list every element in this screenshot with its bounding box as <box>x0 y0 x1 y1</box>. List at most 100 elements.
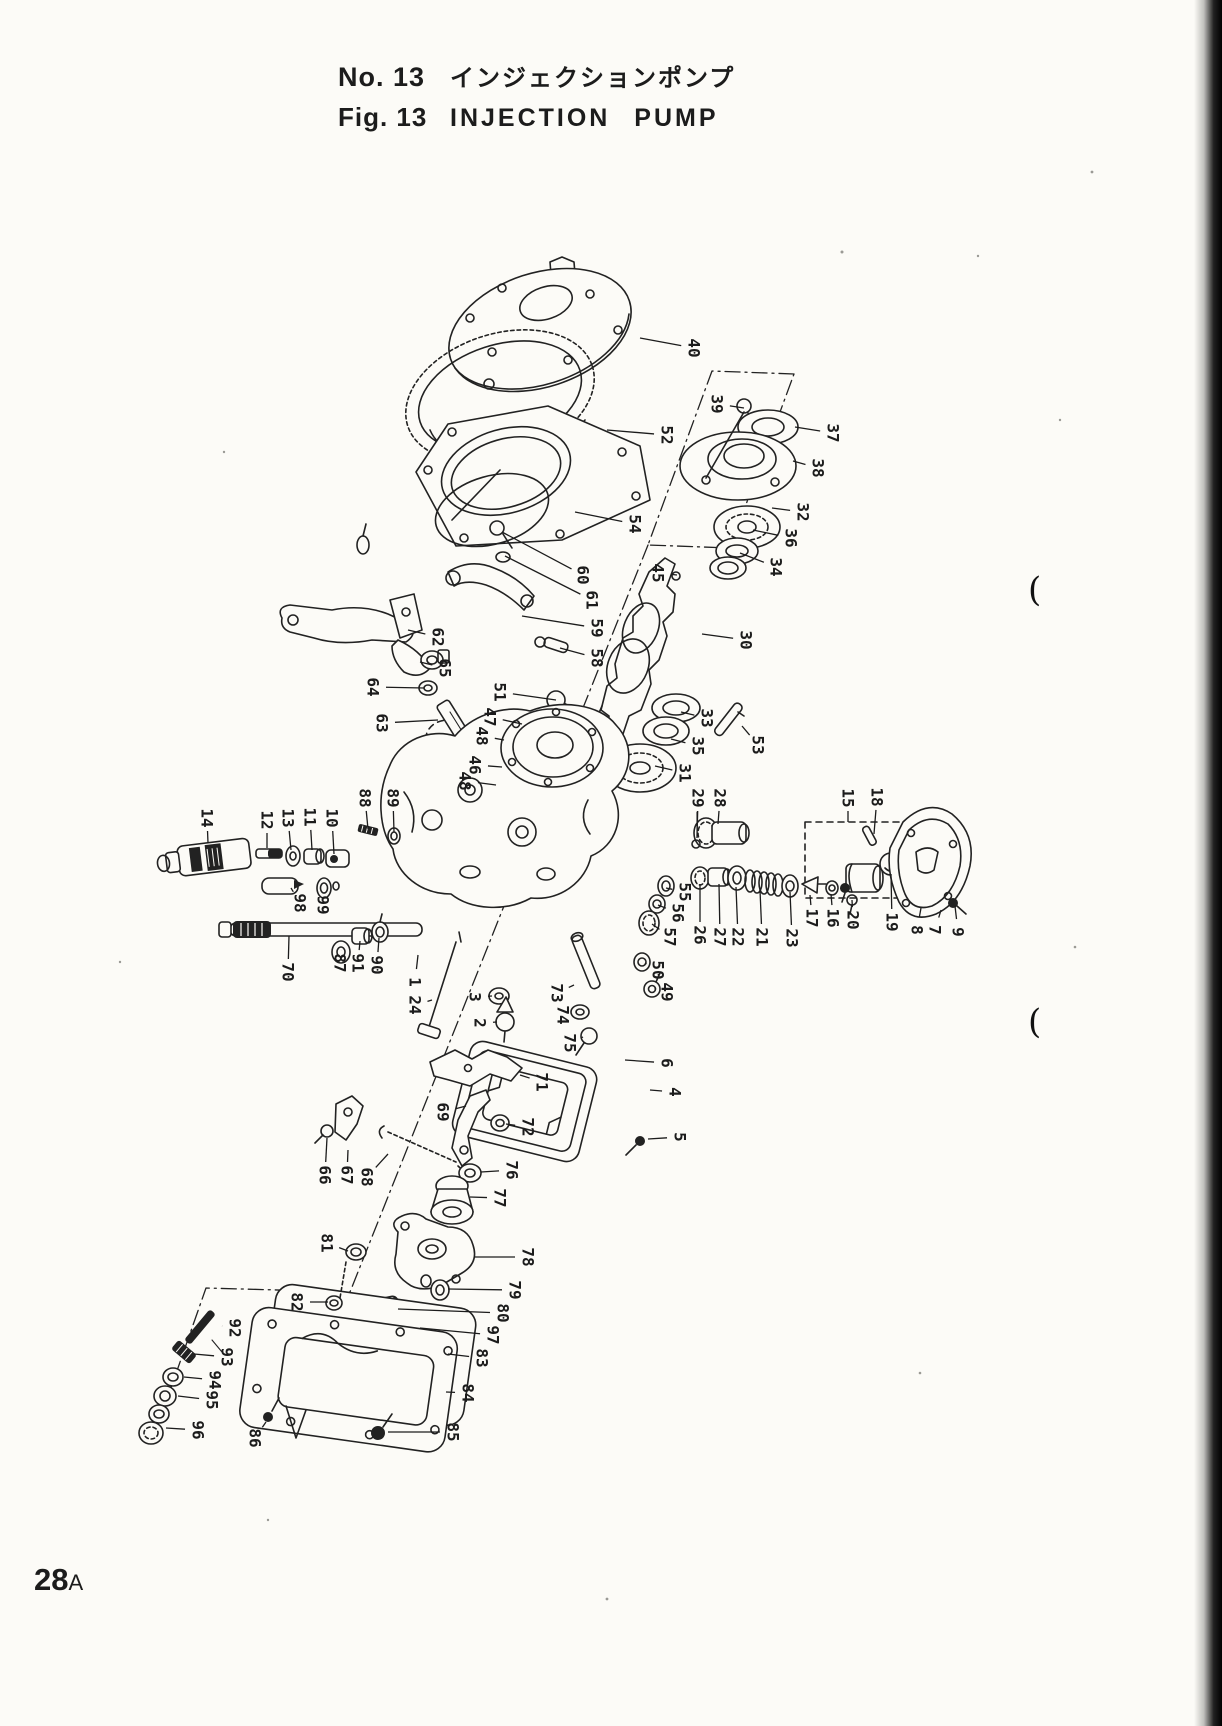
pump-housing <box>380 703 630 909</box>
part-number-64: 64 <box>364 677 383 696</box>
part-number-72: 72 <box>519 1117 538 1136</box>
part-callout-17: 17 <box>803 894 822 928</box>
part-callout-3: 3 <box>466 992 493 1002</box>
part-number-73: 73 <box>548 983 567 1002</box>
part-callout-66: 66 <box>316 1137 335 1185</box>
washer-chain <box>138 1310 223 1445</box>
part-callout-87: 87 <box>331 949 350 973</box>
part-callout-7: 7 <box>926 909 945 935</box>
part-callout-99: 99 <box>314 892 333 915</box>
part-number-27: 27 <box>711 927 730 946</box>
part-callout-31: 31 <box>654 763 695 783</box>
part-number-30: 30 <box>737 630 756 649</box>
part-callout-9: 9 <box>949 905 968 937</box>
part-callout-61: 61 <box>504 555 602 610</box>
part-number-37: 37 <box>824 423 843 442</box>
part-number-78: 78 <box>519 1247 538 1266</box>
part-number-36: 36 <box>782 528 801 547</box>
part-callout-84: 84 <box>445 1383 478 1403</box>
part-number-16: 16 <box>824 908 843 927</box>
part-number-95: 95 <box>203 1390 222 1409</box>
part-number-75: 75 <box>561 1033 580 1052</box>
part-callout-67: 67 <box>338 1149 357 1185</box>
part-number-60: 60 <box>574 565 593 584</box>
part-callout-91: 91 <box>349 940 368 973</box>
part-number-66: 66 <box>316 1165 335 1184</box>
part-number-67: 67 <box>338 1165 357 1184</box>
part-number-51: 51 <box>491 682 510 701</box>
part-number-87: 87 <box>331 953 350 972</box>
part-callout-50: 50 <box>644 960 668 980</box>
part-callout-21: 21 <box>753 889 772 947</box>
plunger-and-valve <box>416 931 515 1043</box>
part-callout-8: 8 <box>908 907 927 935</box>
part-callout-52: 52 <box>606 425 677 445</box>
part-callout-36: 36 <box>752 528 801 548</box>
part-number-57: 57 <box>661 927 680 946</box>
part-number-97: 97 <box>484 1325 503 1344</box>
part-number-56: 56 <box>669 903 688 922</box>
part-number-29: 29 <box>689 788 708 807</box>
cover-bolt <box>625 1136 645 1156</box>
part-number-96: 96 <box>189 1420 208 1439</box>
part-number-49: 49 <box>658 982 677 1001</box>
part-callout-20: 20 <box>844 899 863 930</box>
part-callout-62: 62 <box>407 627 448 647</box>
idle-spring-set <box>325 1243 367 1311</box>
part-callout-22: 22 <box>729 886 748 947</box>
part-callout-54: 54 <box>574 511 645 534</box>
part-number-5: 5 <box>671 1132 690 1142</box>
figure-title-english: INJECTION PUMP <box>450 104 719 132</box>
part-callout-11: 11 <box>301 807 320 851</box>
part-callout-86: 86 <box>246 1421 267 1448</box>
part-number-9: 9 <box>949 927 968 937</box>
part-number-85: 85 <box>444 1422 463 1441</box>
part-callout-57: 57 <box>651 923 680 947</box>
part-number-1: 1 <box>406 977 425 987</box>
part-callout-28: 28 <box>711 788 730 825</box>
part-callout-90: 90 <box>368 937 387 975</box>
part-number-90: 90 <box>368 955 387 974</box>
part-number-76: 76 <box>503 1160 522 1179</box>
part-number-33: 33 <box>698 708 717 727</box>
part-callout-23: 23 <box>783 891 802 948</box>
part-callout-79: 79 <box>447 1280 525 1300</box>
part-callout-49: 49 <box>654 982 677 1002</box>
part-number-59: 59 <box>588 618 607 637</box>
part-number-77: 77 <box>491 1188 510 1207</box>
part-number-17: 17 <box>803 908 822 927</box>
part-callout-69: 69 <box>434 1102 467 1122</box>
part-number-81: 81 <box>318 1233 337 1252</box>
part-number-18: 18 <box>868 787 887 806</box>
part-number-63: 63 <box>373 713 392 732</box>
part-callout-55: 55 <box>665 882 695 902</box>
part-callout-18: 18 <box>868 787 887 835</box>
part-callout-48: 48 <box>473 726 505 746</box>
part-number-13: 13 <box>279 808 298 827</box>
part-number-53: 53 <box>749 735 768 754</box>
part-number-39: 39 <box>708 394 727 413</box>
part-callout-93: 93 <box>193 1347 237 1367</box>
part-callout-45: 45 <box>649 563 678 583</box>
part-number-52: 52 <box>658 425 677 444</box>
part-number-2: 2 <box>471 1018 490 1028</box>
fork-and-levers <box>314 1049 523 1175</box>
part-callout-26: 26 <box>691 884 710 945</box>
part-callout-76: 76 <box>480 1160 522 1180</box>
part-number-20: 20 <box>844 910 863 929</box>
part-callout-82: 82 <box>288 1292 328 1312</box>
part-number-31: 31 <box>676 763 695 782</box>
part-callout-73: 73 <box>548 983 575 1003</box>
part-number-15: 15 <box>839 788 858 807</box>
part-callout-1: 1 <box>406 954 425 987</box>
part-number-46: 46 <box>466 755 485 774</box>
part-callout-19: 19 <box>883 873 902 932</box>
part-number-11: 11 <box>301 807 320 826</box>
part-callout-95: 95 <box>177 1390 222 1410</box>
part-callout-58: 58 <box>559 647 607 668</box>
part-number-61: 61 <box>583 590 602 609</box>
part-number-7: 7 <box>926 925 945 935</box>
part-callout-16: 16 <box>824 893 843 928</box>
part-callout-78: 78 <box>474 1247 538 1267</box>
part-callout-56: 56 <box>657 903 688 923</box>
